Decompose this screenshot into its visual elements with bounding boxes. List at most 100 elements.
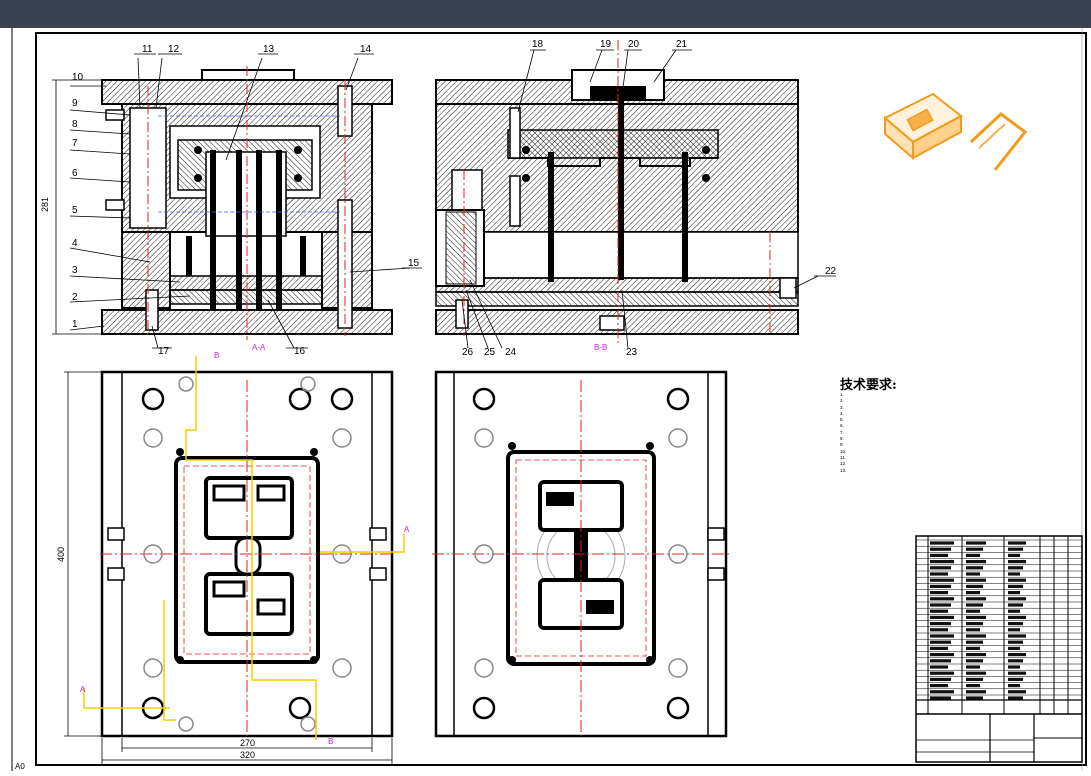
parts-list-cell: [966, 560, 986, 564]
part-label-8: 8: [72, 119, 78, 130]
part-label-21: 21: [676, 39, 688, 50]
part-label-14: 14: [360, 44, 372, 55]
parts-list-cell: [1008, 578, 1026, 582]
parts-list-cell: [1008, 615, 1026, 619]
parts-list-cell: [1008, 591, 1020, 595]
parts-list-table: [915, 535, 1083, 763]
parts-list-cell: [1008, 640, 1023, 644]
tech-requirement-item: 5.: [840, 417, 844, 423]
side-section-view: [435, 40, 799, 344]
parts-list-cell: [930, 634, 954, 638]
parts-list-cell: [1008, 597, 1026, 601]
part-label-18: 18: [532, 39, 544, 50]
sheet-border: [35, 32, 1087, 766]
part-label-9: 9: [72, 98, 78, 109]
parts-list-cell: [930, 696, 951, 700]
parts-list-cell: [930, 622, 951, 626]
front-section-view: [101, 66, 393, 340]
parts-list-cell: [966, 547, 983, 551]
part-label-10: 10: [72, 72, 84, 83]
parts-list-cell: [966, 640, 983, 644]
tech-requirement-item: 4.: [840, 410, 844, 416]
parts-list-cell: [966, 659, 983, 663]
tech-requirement-item: 3.: [840, 404, 844, 410]
parts-list-cell: [930, 659, 951, 663]
parts-list-cell: [966, 671, 986, 675]
cad-drawing: 281 10 9 8 7 6 5 4 3 2 1 11 12 13 14 15 …: [11, 28, 1087, 771]
parts-list-cell: [966, 622, 983, 626]
dim-320: 320: [240, 750, 255, 760]
parts-list-cell: [930, 690, 954, 694]
parts-list-cell: [1008, 646, 1020, 650]
parts-list-cell: [966, 684, 980, 688]
cut-marker-b: B: [214, 351, 219, 360]
parts-list-cell: [966, 597, 986, 601]
parts-list-cell: [930, 677, 951, 681]
parts-list-cell: [930, 566, 951, 570]
part-label-5: 5: [72, 205, 78, 216]
parts-list-cell: [930, 640, 951, 644]
part-label-13: 13: [263, 44, 275, 55]
parts-list-cell: [930, 572, 948, 576]
parts-list-cell: [930, 671, 954, 675]
part-label-2: 2: [72, 292, 78, 303]
parts-list-cell: [966, 690, 986, 694]
tech-requirement-item: 9.: [840, 442, 844, 448]
part-label-20: 20: [628, 39, 640, 50]
parts-list-cell: [966, 609, 980, 613]
section-label-b-b: B-B: [594, 343, 607, 352]
parts-list-cell: [1008, 560, 1026, 564]
tech-requirement-item: 12.: [840, 461, 847, 467]
parts-list-cell: [930, 591, 948, 595]
part-label-24: 24: [505, 347, 517, 358]
plan-dimension-lines: [64, 371, 393, 764]
part-label-23: 23: [626, 347, 638, 358]
part-label-7: 7: [72, 138, 78, 149]
parts-list-cell: [966, 566, 983, 570]
part-label-22: 22: [825, 266, 837, 277]
parts-list-cell: [966, 615, 986, 619]
dim-400: 400: [56, 547, 66, 562]
parts-list-cell: [966, 591, 980, 595]
parts-list-cell: [930, 646, 948, 650]
parts-list-cell: [930, 609, 948, 613]
parts-list-cell: [930, 684, 948, 688]
part-label-11: 11: [142, 44, 153, 55]
parts-list-cell: [966, 653, 986, 657]
parts-list-cell: [1008, 547, 1023, 551]
parts-list-cell: [930, 553, 948, 557]
drawing-sheet: 281 10 9 8 7 6 5 4 3 2 1 11 12 13 14 15 …: [0, 28, 1091, 771]
part-label-19: 19: [600, 39, 612, 50]
parts-list-cell: [1008, 677, 1023, 681]
parts-list-cell: [966, 572, 980, 576]
parts-list-cell: [1008, 584, 1023, 588]
parts-list-cell: [930, 547, 951, 551]
tech-requirement-item: 13.: [840, 467, 847, 473]
parts-list-cell: [930, 560, 954, 564]
parts-list-cell: [1008, 622, 1023, 626]
parts-list-cell: [930, 578, 954, 582]
parts-list-cell: [1008, 684, 1020, 688]
parts-list-cell: [1008, 665, 1020, 669]
parts-list-cell: [966, 646, 980, 650]
parts-list-cell: [966, 584, 983, 588]
parts-list-cell: [966, 677, 983, 681]
tech-requirement-item: 1.: [840, 392, 844, 397]
dim-270: 270: [240, 738, 255, 748]
part-label-26: 26: [462, 347, 474, 358]
parts-list-cell: [930, 628, 948, 632]
parts-list-cell: [1008, 671, 1026, 675]
moving-plate-plan-view: [83, 356, 405, 740]
parts-list-cell: [966, 665, 980, 669]
part-label-12: 12: [168, 44, 180, 55]
tech-requirement-item: 6.: [840, 423, 844, 429]
parts-list-cell: [1008, 603, 1023, 607]
tech-requirement-item: 8.: [840, 436, 844, 442]
parts-list-cell: [1008, 634, 1026, 638]
parts-list-cell: [1008, 541, 1026, 545]
parts-list-cell: [1008, 690, 1026, 694]
part-label-3: 3: [72, 265, 78, 276]
tech-requirement-item: 11.: [840, 454, 847, 460]
parts-list-cell: [966, 634, 986, 638]
part-label-4: 4: [72, 238, 78, 249]
